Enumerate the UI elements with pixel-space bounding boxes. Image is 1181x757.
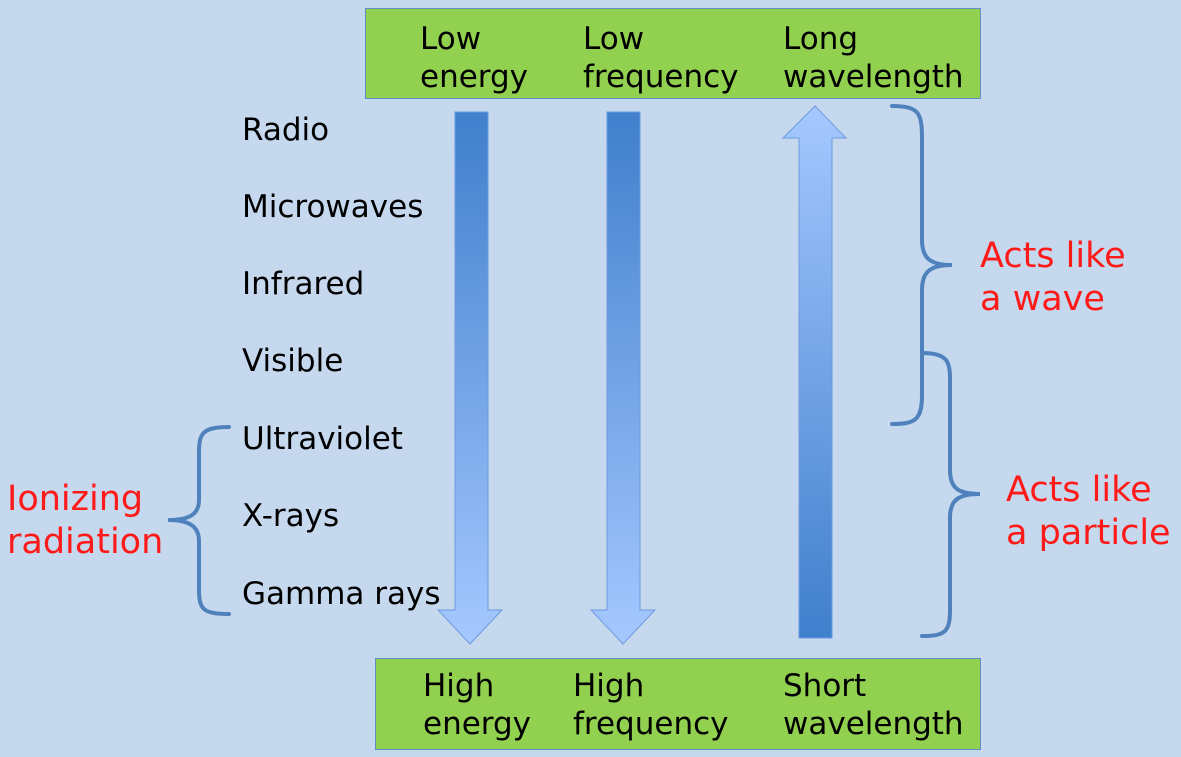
high-frequency-line-1: High (573, 668, 645, 704)
long-wavelength-line-1: Long (783, 21, 859, 57)
wave-line-1: Acts like (980, 236, 1126, 276)
short-wavelength-line-1: Short (783, 668, 867, 704)
short-wavelength-line-2: wavelength (783, 706, 964, 742)
acts-like-wave-label: Acts like a wave (980, 235, 1126, 321)
wave-bracket (890, 104, 953, 426)
high-energy-line-2: energy (423, 706, 532, 742)
particle-line-1: Acts like (1006, 470, 1152, 510)
ionizing-radiation-label: Ionizing radiation (7, 478, 163, 564)
wave-line-2: a wave (980, 279, 1105, 319)
bottom-properties-box: High energy High frequency Short wavelen… (375, 658, 981, 750)
spectrum-item-radio: Radio (242, 112, 330, 148)
low-frequency-label: Low frequency (583, 20, 738, 96)
frequency-down-arrow (589, 111, 657, 645)
low-energy-line-1: Low (420, 21, 482, 57)
acts-like-particle-label: Acts like a particle (1006, 469, 1171, 555)
spectrum-item-gamma-rays: Gamma rays (242, 576, 441, 612)
low-frequency-line-2: frequency (583, 59, 739, 95)
short-wavelength-label: Short wavelength (783, 667, 964, 743)
long-wavelength-line-2: wavelength (783, 59, 964, 95)
ionizing-line-2: radiation (7, 522, 164, 562)
low-frequency-line-1: Low (583, 21, 645, 57)
spectrum-item-visible: Visible (242, 343, 344, 379)
spectrum-item-x-rays: X-rays (242, 498, 340, 534)
high-frequency-line-2: frequency (573, 706, 729, 742)
wavelength-up-arrow (781, 105, 848, 639)
high-energy-label: High energy (423, 667, 531, 743)
ionizing-line-1: Ionizing (7, 479, 144, 519)
particle-line-2: a particle (1006, 513, 1171, 553)
spectrum-item-infrared: Infrared (242, 266, 365, 302)
spectrum-item-ultraviolet: Ultraviolet (242, 421, 403, 457)
long-wavelength-label: Long wavelength (783, 20, 964, 96)
top-properties-box: Low energy Low frequency Long wavelength (365, 8, 981, 99)
high-frequency-label: High frequency (573, 667, 728, 743)
ionizing-bracket (167, 425, 231, 616)
energy-down-arrow (436, 111, 504, 645)
spectrum-item-microwaves: Microwaves (242, 189, 424, 225)
high-energy-line-1: High (423, 668, 495, 704)
low-energy-line-2: energy (420, 59, 529, 95)
low-energy-label: Low energy (420, 20, 528, 96)
particle-bracket (920, 351, 981, 638)
